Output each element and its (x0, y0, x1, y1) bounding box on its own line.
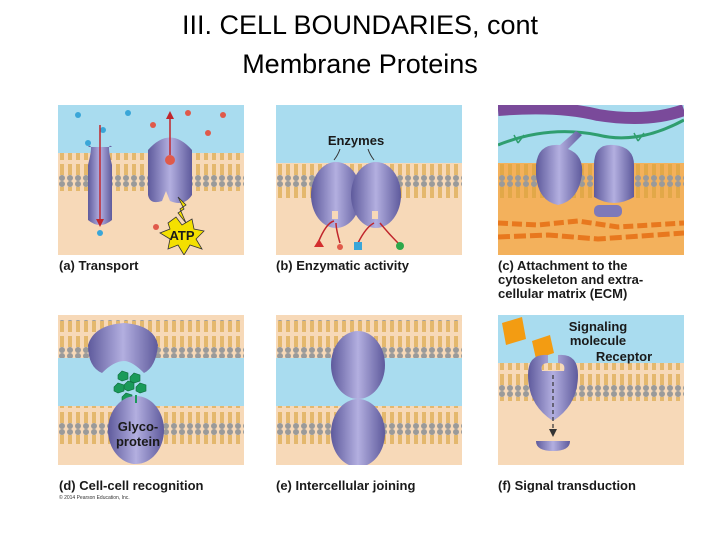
caption-signal: (f) Signal transduction (498, 479, 636, 493)
panel-joining (276, 315, 462, 465)
joining-illustration (276, 315, 462, 465)
caption-attachment-line-1: (c) Attachment to the (498, 259, 643, 273)
panel-recognition: Glyco- protein (58, 315, 244, 465)
caption-attachment: (c) Attachment to the cytoskeleton and e… (498, 259, 643, 301)
caption-attachment-line-3: cellular matrix (ECM) (498, 287, 643, 301)
panel-attachment (498, 105, 684, 255)
caption-attachment-line-2: cytoskeleton and extra- (498, 273, 643, 287)
copyright-notice: © 2014 Pearson Education, Inc. (59, 495, 130, 501)
slide-title: III. CELL BOUNDARIES, cont (0, 10, 720, 41)
signal-illustration: Signaling molecule Receptor (498, 315, 684, 465)
panel-signal: Signaling molecule Receptor (498, 315, 684, 465)
attachment-illustration (498, 105, 684, 255)
recognition-illustration: Glyco- protein (58, 315, 244, 465)
signaling-label-2: molecule (570, 333, 626, 348)
enzymatic-illustration: Enzymes (276, 105, 462, 255)
glyco-label-1: Glyco- (118, 419, 158, 434)
caption-enzymatic: (b) Enzymatic activity (276, 259, 409, 273)
glyco-label-2: protein (116, 434, 160, 449)
transport-illustration: ATP (58, 105, 244, 255)
slide-subtitle: Membrane Proteins (0, 49, 720, 80)
panel-transport: ATP (58, 105, 244, 255)
caption-recognition: (d) Cell-cell recognition (59, 479, 203, 493)
panel-enzymatic: Enzymes (276, 105, 462, 255)
caption-transport: (a) Transport (59, 259, 138, 273)
signaling-label-1: Signaling (569, 319, 628, 334)
atp-label: ATP (169, 228, 194, 243)
caption-joining: (e) Intercellular joining (276, 479, 415, 493)
enzymes-label: Enzymes (328, 133, 384, 148)
receptor-label: Receptor (596, 349, 652, 364)
